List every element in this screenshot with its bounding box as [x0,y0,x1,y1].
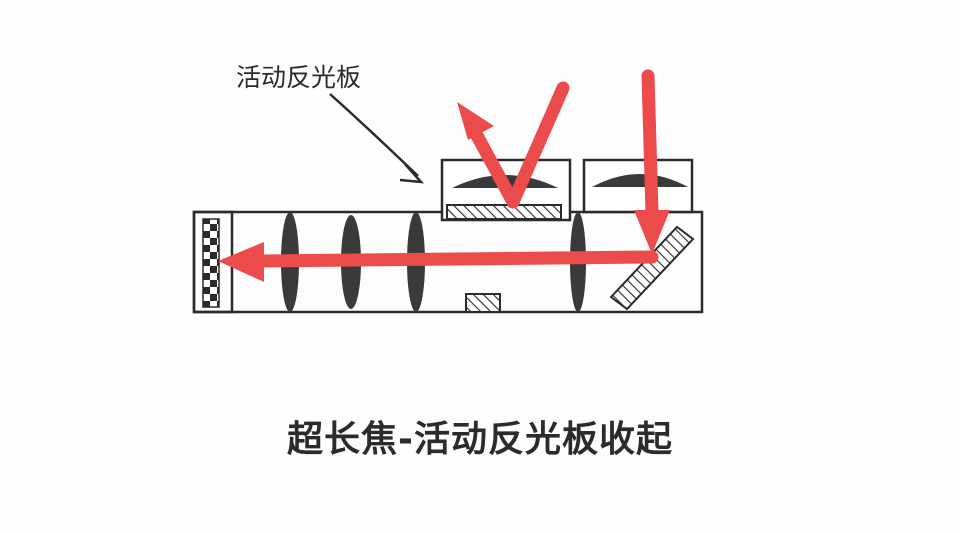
image-sensor [202,218,220,308]
vertical-ray-arrowhead [634,210,670,254]
horizontal-light-ray [255,250,659,268]
fixed-angled-mirror [609,225,695,311]
reflected-ray-arrowhead [457,102,494,140]
bottom-block [465,293,501,313]
callout-label: 活动反光板 [236,63,362,92]
reflected-light-ray [467,123,520,209]
horizontal-ray-arrowhead [218,242,264,282]
diagram-caption: 超长焦-活动反光板收起 [287,419,673,460]
callout-pointer-head [399,163,425,184]
movable-reflector [446,204,562,220]
top-lens-right [592,174,688,187]
incoming-light-ray [506,81,570,209]
vertical-light-ray [641,69,659,219]
callout-pointer [329,93,419,177]
